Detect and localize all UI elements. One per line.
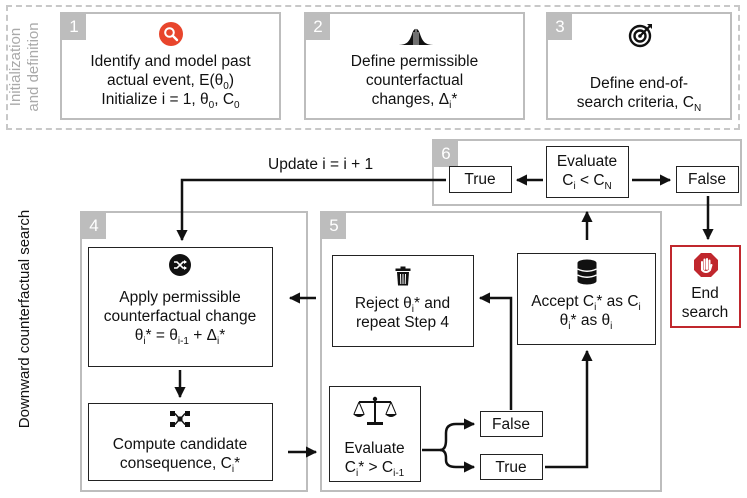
end-search-text: End search [681, 285, 729, 321]
step-1-text: Identify and model past actual event, E(… [90, 53, 251, 112]
trash-icon [395, 266, 411, 286]
accept-text: Accept Ci* as Ci θi* as θi [531, 293, 641, 333]
step-number: 2 [306, 14, 330, 40]
true-label: True [464, 171, 496, 188]
arrow-true-to-accept [545, 349, 593, 469]
accept-node: Accept Ci* as Ci θi* as θi [517, 253, 656, 345]
step-2-panel: 2 Define permissible counterfactual chan… [304, 12, 525, 120]
bell-curve-icon [397, 28, 435, 45]
compute-consequence-node: Compute candidate consequence, Ci* [88, 403, 273, 481]
update-label: Update i = i + 1 [268, 156, 374, 173]
evaluate-criteria-text: Evaluate Ci < CN [556, 153, 618, 193]
true-node-step6: True [449, 166, 512, 193]
true-node-step5: True [480, 454, 543, 480]
evaluate-criteria-node: Evaluate Ci < CN [546, 146, 629, 198]
step-2-text: Define permissible counterfactual change… [350, 53, 479, 112]
end-search-node: End search [670, 245, 741, 328]
false-label: False [688, 171, 726, 188]
network-icon [170, 411, 190, 427]
apply-text: Apply permissible counterfactual change … [103, 289, 257, 348]
reject-text: Reject θi* and repeat Step 4 [354, 295, 451, 331]
evaluate-candidate-text: Evaluate Ci* > Ci-1 [344, 440, 405, 480]
step-number: 4 [82, 213, 106, 239]
shuffle-icon [169, 254, 191, 276]
true-label: True [495, 459, 527, 476]
arrow-evaluate-to-true [439, 448, 476, 473]
step-3-panel: 3 Define end-of- search criteria, CN [546, 12, 732, 120]
balance-scale-icon [353, 396, 397, 425]
compute-text: Compute candidate consequence, Ci* [112, 436, 248, 476]
database-icon [577, 259, 597, 285]
false-node-step5: False [480, 411, 543, 437]
apply-change-node: Apply permissible counterfactual change … [88, 247, 273, 367]
step-number: 6 [434, 141, 458, 167]
arrow-evaluate-to-false [422, 418, 476, 452]
stop-hand-icon [694, 253, 718, 277]
step-number: 1 [62, 14, 86, 40]
reject-node: Reject θi* and repeat Step 4 [332, 255, 474, 347]
false-node-step6: False [676, 166, 739, 193]
initialization-region [6, 5, 740, 130]
false-label: False [492, 416, 530, 433]
step-1-panel: 1 Identify and model past actual event, … [60, 12, 281, 120]
arrow-false-to-reject [478, 292, 513, 410]
search-icon [159, 22, 183, 46]
evaluate-candidate-node: Evaluate Ci* > Ci-1 [329, 386, 421, 482]
step-number: 3 [548, 14, 572, 40]
step-3-text: Define end-of- search criteria, CN [576, 75, 702, 115]
target-icon [628, 24, 652, 48]
arrow-true6-to-apply [176, 178, 446, 242]
step-number: 5 [322, 213, 346, 239]
